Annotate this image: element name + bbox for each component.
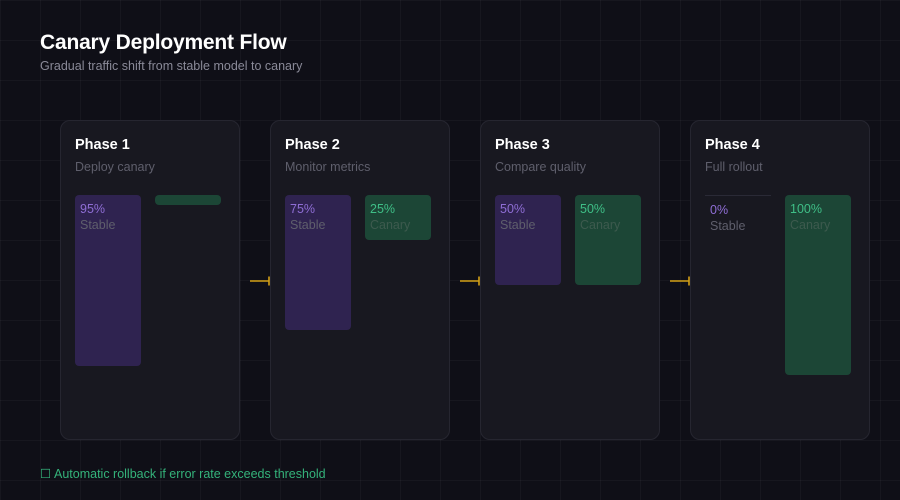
arrow-right-icon: [250, 276, 270, 286]
stable-label: Stable: [500, 218, 536, 232]
canary-bar: [155, 195, 221, 205]
arrow-right-icon: [670, 276, 690, 286]
stable-percent: 75%: [290, 202, 316, 216]
phase-card-2: Phase 2 Monitor metrics 75% Stable 25% C…: [270, 120, 450, 440]
phase-title: Phase 4: [705, 137, 760, 153]
phase-description: Compare quality: [495, 160, 587, 174]
phase-title: Phase 2: [285, 137, 340, 153]
stable-percent: 0%: [710, 203, 729, 217]
arrow-right-icon: [460, 276, 480, 286]
stable-label: Stable: [80, 218, 116, 232]
canary-label: Canary: [580, 218, 621, 232]
canary-label: Canary: [790, 218, 831, 232]
canary-bar: 50% Canary: [575, 195, 641, 285]
page-title: Canary Deployment Flow: [40, 31, 287, 54]
phase-card-1: Phase 1 Deploy canary 95% Stable: [60, 120, 240, 440]
phase-description: Monitor metrics: [285, 160, 371, 174]
canary-percent: 50%: [580, 202, 606, 216]
phase-card-3: Phase 3 Compare quality 50% Stable 50% C…: [480, 120, 660, 440]
phase-description: Deploy canary: [75, 160, 155, 174]
stable-percent: 95%: [80, 202, 106, 216]
stable-bar: 0% Stable: [705, 195, 771, 255]
canary-label: Canary: [370, 218, 411, 232]
canary-percent: 25%: [370, 202, 396, 216]
stable-bar: 75% Stable: [285, 195, 351, 330]
phase-title: Phase 1: [75, 137, 130, 153]
phase-title: Phase 3: [495, 137, 550, 153]
stable-label: Stable: [710, 219, 746, 233]
stable-label: Stable: [290, 218, 326, 232]
phase-card-4: Phase 4 Full rollout 0% Stable 100% Cana…: [690, 120, 870, 440]
stable-percent: 50%: [500, 202, 526, 216]
rollback-footnote: ☐ Automatic rollback if error rate excee…: [40, 467, 326, 481]
stable-bar: 50% Stable: [495, 195, 561, 285]
canary-bar: 100% Canary: [785, 195, 851, 375]
stable-bar: 95% Stable: [75, 195, 141, 366]
page-subtitle: Gradual traffic shift from stable model …: [40, 59, 303, 73]
canary-percent: 100%: [790, 202, 822, 216]
phase-description: Full rollout: [705, 160, 763, 174]
canary-bar: 25% Canary: [365, 195, 431, 240]
